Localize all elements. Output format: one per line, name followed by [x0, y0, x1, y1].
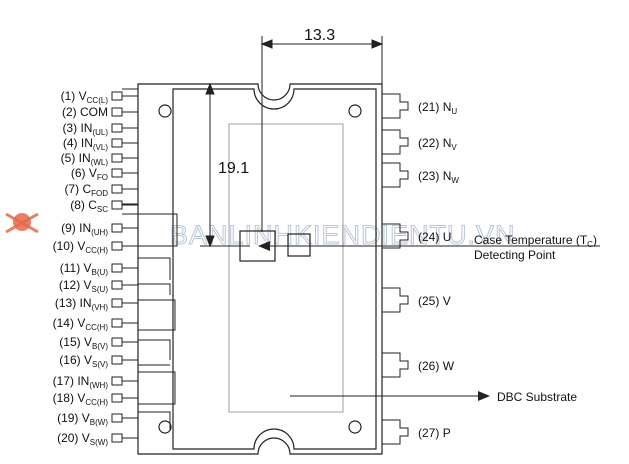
dimension-width-label: 13.3	[304, 27, 335, 44]
left-pin-label: (14) VCC(H)	[53, 316, 109, 332]
right-pin-label: (27) P	[418, 426, 451, 440]
left-pin-lead	[111, 393, 138, 403]
left-pin-lead	[111, 413, 138, 423]
dbc-substrate-outline	[228, 123, 344, 413]
left-pin-label: (12) VS(U)	[59, 278, 108, 294]
right-pin-label: (24) U	[418, 230, 451, 244]
left-pin-labels: (1) VCC(L)(2) COM (3) IN(UL)(4) IN(VL)(5)…	[53, 89, 109, 447]
left-pin-label: (16) VS(V)	[59, 353, 108, 369]
left-pin-label: (7) CFOD	[64, 182, 108, 198]
right-pin-label: (25) V	[418, 294, 451, 308]
dbc-substrate-label: DBC Substrate	[497, 390, 577, 404]
mounting-hole-top-right	[348, 104, 362, 118]
right-pin-lead	[382, 223, 409, 249]
dbc-substrate-callout: DBC Substrate	[290, 390, 577, 404]
right-pin-lead	[382, 162, 409, 188]
left-pin-label: (13) IN(VH)	[55, 296, 108, 312]
left-pin-lead	[111, 123, 138, 133]
right-pin-label: (26) W	[418, 359, 455, 373]
left-pin-lead	[111, 298, 138, 308]
left-pin-lead	[111, 241, 138, 251]
right-pin-label: (23) NW	[418, 169, 459, 185]
left-pin-label: (19) VB(W)	[57, 411, 108, 427]
right-pin-label: (21) NU	[418, 100, 457, 116]
left-pin-label: (4) IN(VL)	[63, 136, 108, 152]
left-pin-lead	[111, 263, 138, 273]
left-pin-label: (3) IN(UL)	[62, 121, 108, 137]
right-pin-labels: (21) NU (22) NV (23) NW (24) U (25) V (26) W (…	[418, 100, 459, 440]
right-pin-lead	[382, 93, 409, 119]
watermark-text: BANLINHKIENDIENTU.VN	[170, 220, 516, 250]
mounting-hole-top-left	[158, 104, 172, 118]
left-pin-label: (8) CSC	[70, 198, 108, 214]
left-pin-lead	[111, 200, 138, 210]
left-pin-label: (10) VCC(H)	[53, 239, 109, 255]
case-temperature-callout: Case Temperature (TC) Detecting Point	[258, 233, 600, 262]
right-pin-lead	[382, 287, 409, 313]
left-pin-lead	[111, 107, 138, 117]
left-pin-label: (17) IN(WH)	[53, 374, 109, 390]
dimension-height-label: 19.1	[218, 160, 249, 177]
mounting-hole-bottom-right	[348, 420, 362, 434]
right-pin-lead	[382, 419, 409, 445]
left-pin-lead	[111, 337, 138, 347]
left-pin-lead	[111, 433, 138, 443]
left-pin-lead	[111, 355, 138, 365]
left-pin-label: (2) COM	[62, 105, 108, 119]
right-pin-lead	[382, 129, 409, 155]
left-pin-label: (15) VB(V)	[59, 335, 108, 351]
package-inner-outline	[172, 88, 377, 450]
left-pin-label: (1) VCC(L)	[61, 89, 109, 105]
left-pin-lead	[111, 223, 138, 233]
left-pin-lead	[111, 138, 138, 148]
watermark-logo-icon	[5, 212, 39, 234]
package-outline	[137, 83, 383, 455]
left-pin-lead	[111, 184, 138, 194]
left-pin-lead	[111, 91, 138, 101]
right-pin-lead	[382, 352, 409, 378]
small-pad	[287, 233, 311, 257]
left-pin-lead	[111, 318, 138, 328]
dimension-height	[200, 82, 250, 248]
arrow-left-icon	[258, 241, 270, 251]
mounting-hole-bottom-left	[158, 420, 172, 434]
left-pin-lead	[111, 376, 138, 386]
detecting-point-label: Detecting Point	[474, 248, 556, 262]
right-leads	[382, 93, 409, 445]
left-lead-groups	[122, 88, 178, 430]
dimension-width	[260, 36, 384, 232]
left-pin-lead	[111, 153, 138, 163]
right-pin-label: (22) NV	[418, 136, 457, 152]
left-pin-label: (5) IN(WL)	[61, 151, 109, 167]
arrow-right-icon	[478, 391, 490, 401]
left-leads	[111, 91, 138, 443]
case-temperature-label: Case Temperature (TC)	[474, 233, 597, 249]
package-body	[137, 83, 383, 455]
left-pin-lead	[111, 168, 138, 178]
left-pin-label: (9) IN(UH)	[61, 221, 108, 237]
left-pin-label: (18) VCC(H)	[53, 391, 109, 407]
left-pin-lead	[111, 280, 138, 290]
left-pin-label: (20) VS(W)	[57, 431, 108, 447]
watermark: BANLINHKIENDIENTU.VN	[5, 212, 516, 251]
left-pin-label: (6) VFO	[71, 166, 108, 182]
left-pin-label: (11) VB(U)	[60, 261, 109, 277]
